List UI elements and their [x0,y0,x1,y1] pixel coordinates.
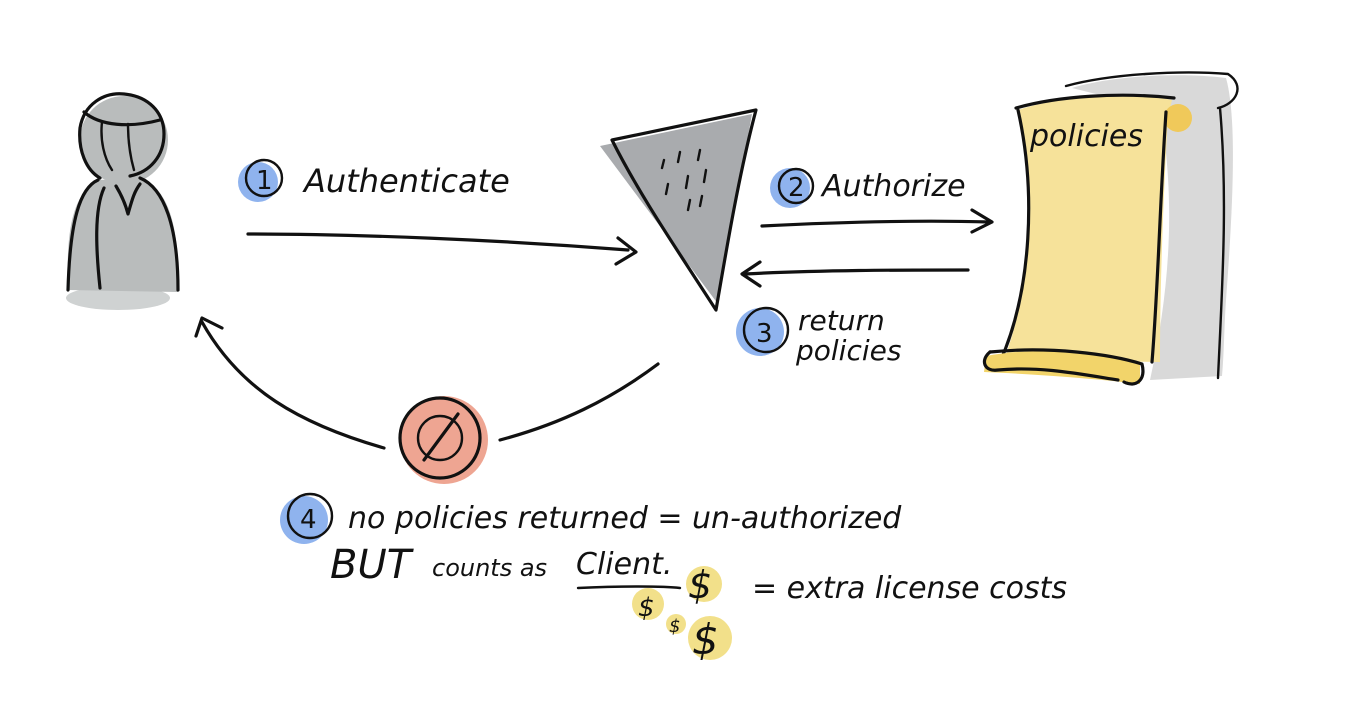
note-dollar-small-2: $ [669,616,680,637]
note-but: BUT [330,542,415,588]
note-dollar-small-1: $ [638,593,655,623]
note-client: Client. [576,547,672,582]
arrow-authenticate [246,232,638,266]
step-4: 4 no policies returned = un-authorized [280,492,902,544]
note-equals-text: = extra license costs [752,571,1067,606]
license-cost-note: BUT counts as Client. $ = extra license … [330,542,1067,664]
arrow-return-policies [740,260,970,288]
coin-icon [632,588,664,620]
step-3: 3 return policies [736,304,901,367]
note-dollar-main: $ [688,563,712,607]
step-4-label: no policies returned = un-authorized [348,501,902,536]
step-1-label: Authenticate [302,162,510,200]
coin-icon [688,616,732,660]
arrow-response-to-user [194,316,660,450]
user-icon [66,92,180,310]
client-underline [576,585,682,590]
step-2-label: Authorize [820,169,966,204]
scroll-label: policies [1029,119,1143,154]
gateway-icon [600,108,758,312]
step-4-number: 4 [300,505,317,535]
step-3-label-line1: return [798,304,885,337]
note-counts-as: counts as [432,554,547,582]
step-2: 2 Authorize [770,167,966,208]
step-2-number: 2 [788,173,805,203]
policy-scroll-icon: policies [982,71,1239,386]
step-3-label-line2: policies [795,334,901,367]
step-3-number: 3 [756,319,773,349]
note-dollar-large: $ [692,615,719,664]
step-1-number: 1 [256,166,273,196]
arrow-authorize [760,208,994,234]
coin-icon [666,614,686,634]
step-1: 1 Authenticate [238,158,510,202]
coin-icon [686,566,722,602]
forbidden-icon [398,396,488,484]
